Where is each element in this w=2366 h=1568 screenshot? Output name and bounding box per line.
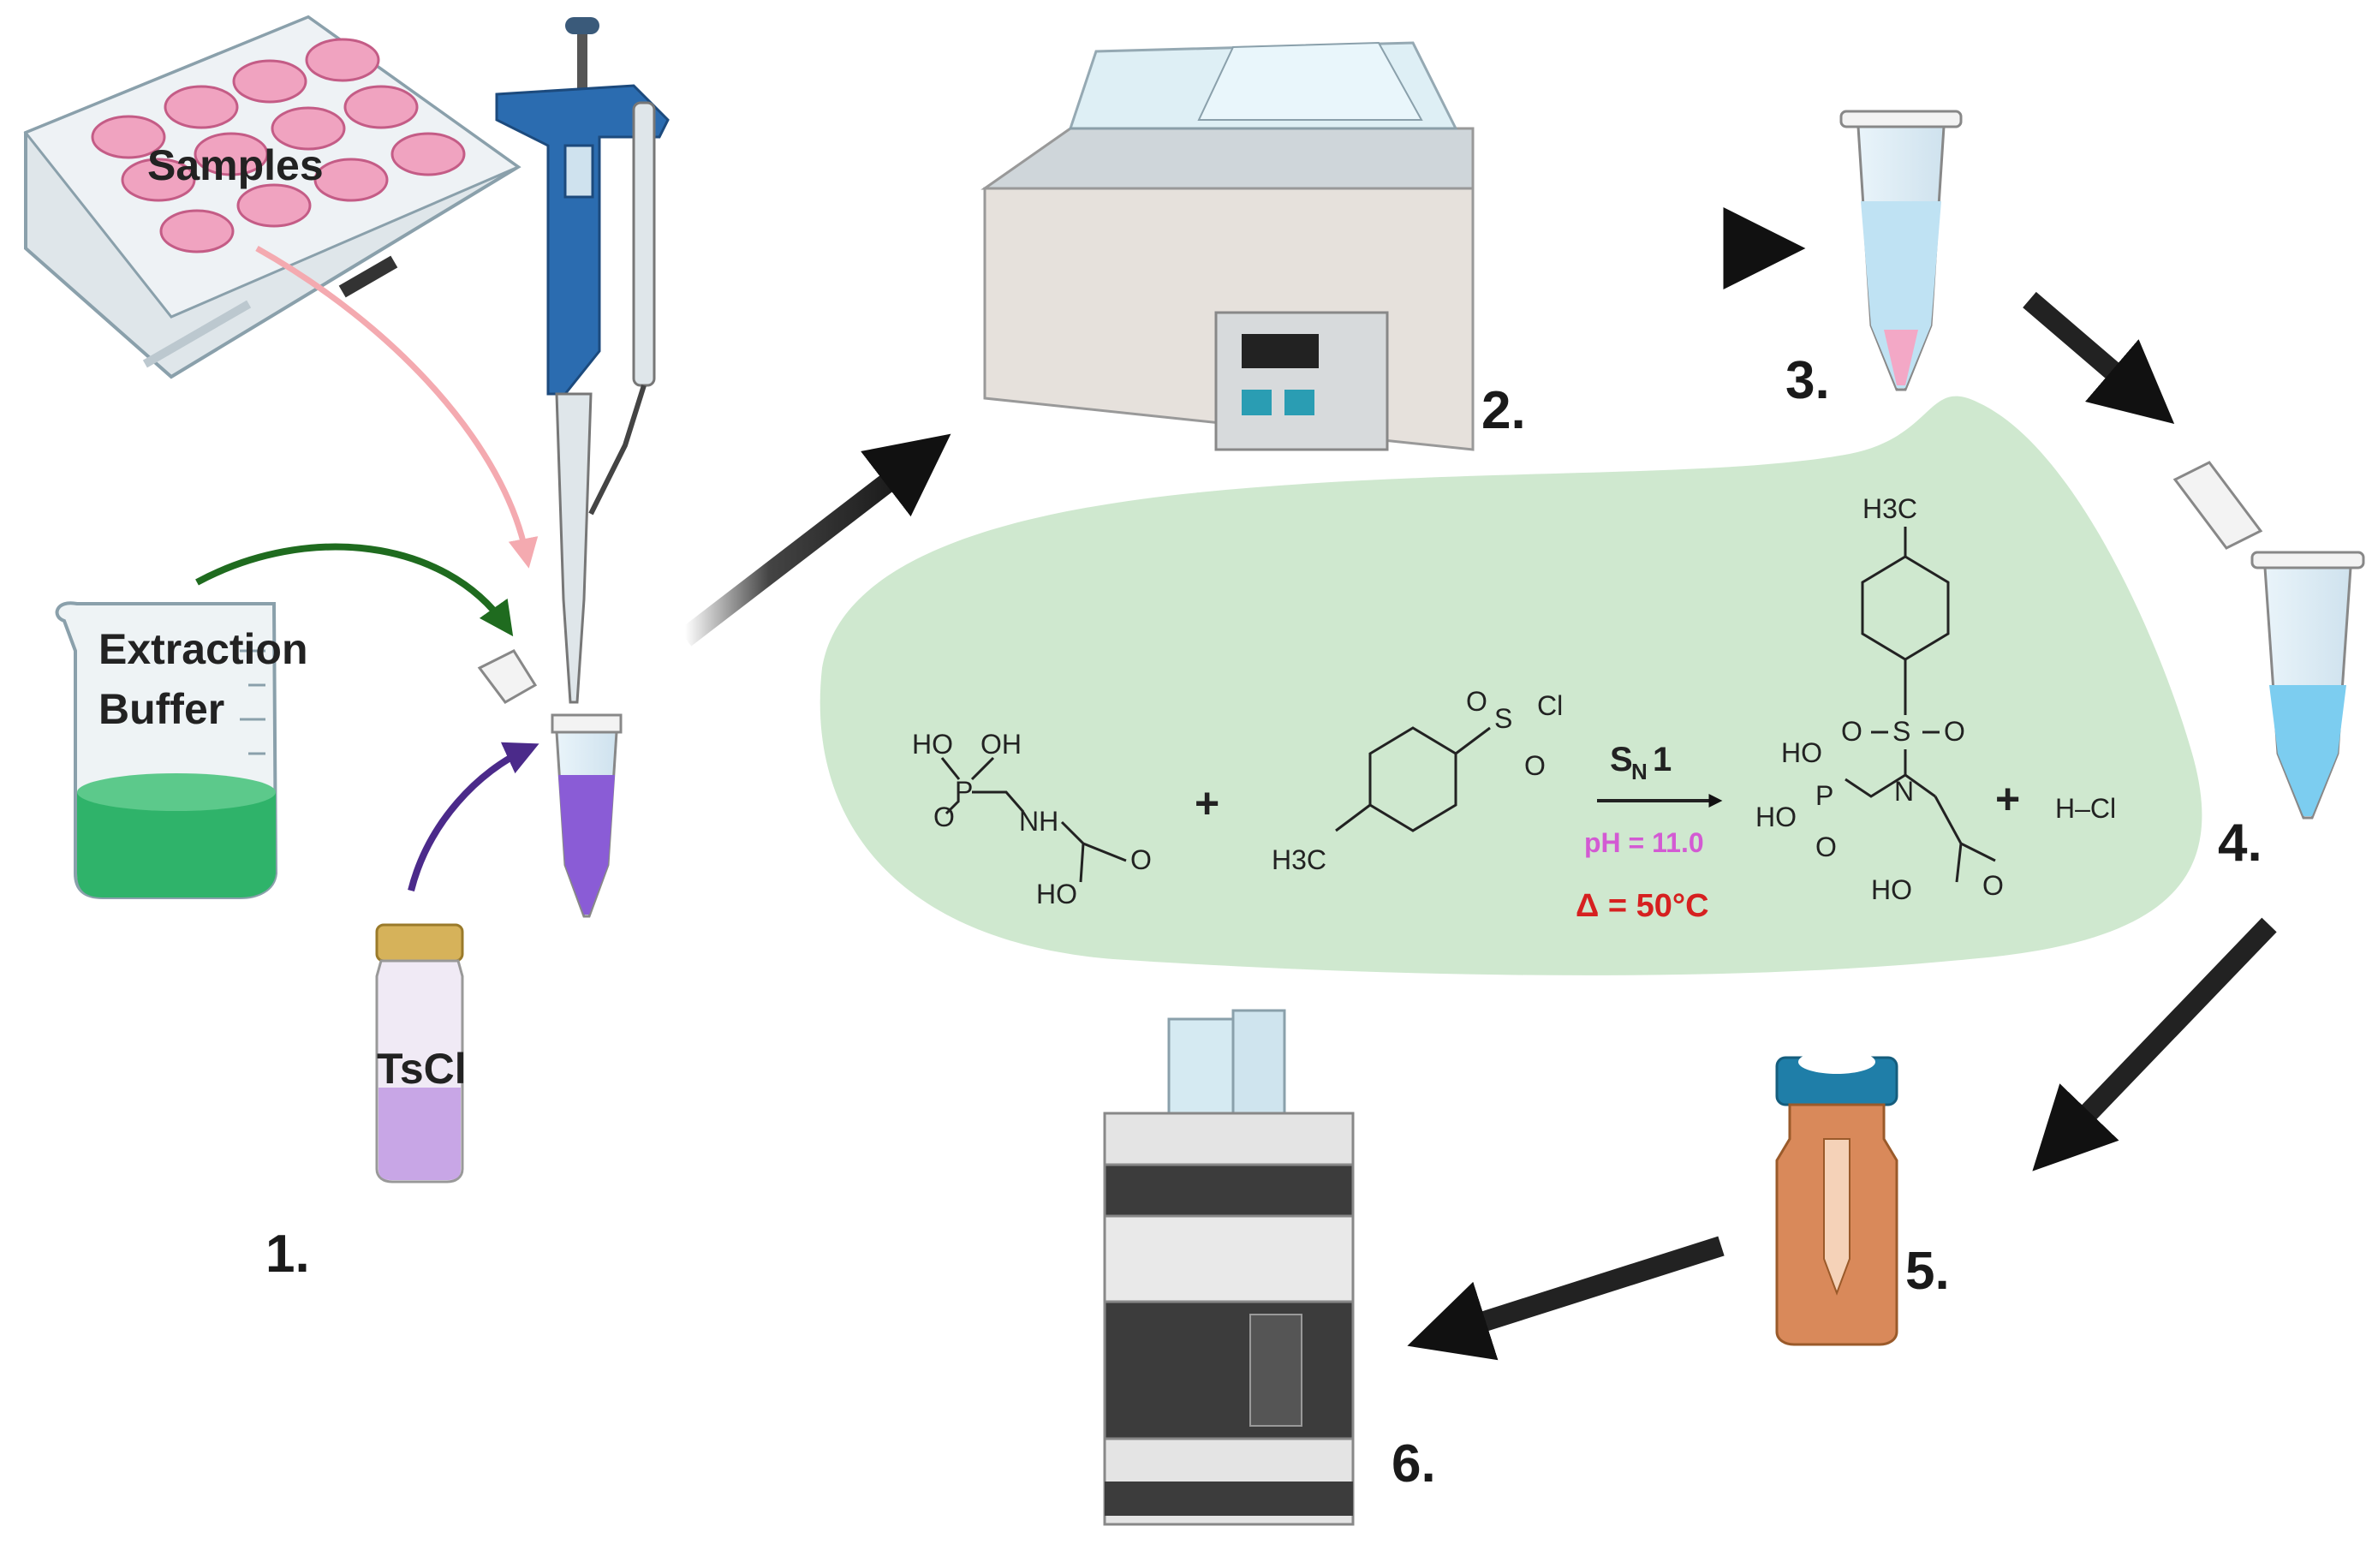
svg-text:S: S bbox=[1892, 716, 1910, 747]
svg-text:HO: HO bbox=[912, 729, 953, 760]
water-bath bbox=[980, 41, 1475, 451]
step-6-label: 6. bbox=[1392, 1434, 1436, 1493]
svg-text:1: 1 bbox=[1653, 741, 1672, 778]
extraction-label-line1: Extraction bbox=[98, 625, 308, 673]
samples-label: Samples bbox=[147, 141, 324, 189]
reaction-ph: pH = 11.0 bbox=[1584, 827, 1704, 858]
byproduct-hcl: H–Cl bbox=[2055, 793, 2116, 824]
svg-text:O: O bbox=[1815, 832, 1837, 862]
extraction-buffer-beaker bbox=[55, 601, 278, 899]
hplc-system bbox=[1103, 1009, 1355, 1526]
svg-text:O: O bbox=[1466, 686, 1487, 717]
step-3-label: 3. bbox=[1785, 351, 1830, 410]
svg-text:S: S bbox=[1494, 703, 1512, 734]
svg-text:H3C: H3C bbox=[1862, 493, 1917, 524]
step-5-label: 5. bbox=[1905, 1242, 1950, 1301]
tscl-structure: S Cl O O H3C bbox=[1272, 686, 1563, 875]
svg-text:O: O bbox=[933, 802, 955, 832]
svg-text:P: P bbox=[955, 776, 973, 807]
reaction-temperature: Δ = 50°C bbox=[1576, 888, 1709, 924]
arrow-5-to-6 bbox=[1407, 1236, 1725, 1361]
samples-arrow bbox=[255, 245, 539, 569]
mixing-tube bbox=[477, 649, 623, 918]
hplc-vial bbox=[1775, 1050, 1898, 1346]
svg-text:O: O bbox=[1524, 750, 1546, 781]
svg-text:Cl: Cl bbox=[1537, 690, 1563, 721]
svg-text:S: S bbox=[1610, 741, 1633, 778]
well-plate bbox=[23, 15, 521, 379]
svg-text:H3C: H3C bbox=[1272, 844, 1326, 875]
svg-text:P: P bbox=[1815, 780, 1833, 811]
arrow-3-to-4 bbox=[2023, 291, 2175, 424]
svg-text:O: O bbox=[1982, 870, 2004, 901]
reaction-conditions: S N 1 pH = 11.0 Δ = 50°C bbox=[1576, 741, 1723, 924]
glyphosate-structure: HO OH P O NH HO O bbox=[912, 729, 1152, 909]
microtube-3 bbox=[1839, 110, 1963, 391]
microtube-4 bbox=[2172, 461, 2365, 820]
svg-text:O: O bbox=[1944, 716, 1965, 747]
step-2-label: 2. bbox=[1481, 381, 1526, 440]
svg-text:HO: HO bbox=[1871, 874, 1912, 905]
svg-text:OH: OH bbox=[980, 729, 1022, 760]
svg-text:NH: NH bbox=[1019, 806, 1058, 837]
reaction-plus-2: + bbox=[1995, 775, 2020, 823]
arrow-1-to-2 bbox=[678, 433, 951, 647]
svg-text:HO: HO bbox=[1781, 737, 1822, 768]
svg-text:HO: HO bbox=[1755, 802, 1797, 832]
svg-text:N: N bbox=[1894, 776, 1914, 807]
reaction-background bbox=[819, 396, 2202, 975]
extraction-label-line2: Buffer bbox=[98, 685, 224, 733]
product-structure: H3C O S O N HO P HO O HO O bbox=[1755, 493, 2004, 905]
reaction-plus-1: + bbox=[1195, 779, 1219, 827]
arrow-4-to-5 bbox=[2032, 917, 2277, 1172]
svg-text:O: O bbox=[1130, 844, 1152, 875]
buffer-arrow bbox=[195, 543, 514, 637]
pipette bbox=[495, 17, 670, 704]
svg-text:N: N bbox=[1631, 759, 1648, 784]
svg-text:HO: HO bbox=[1036, 879, 1077, 909]
tscl-arrow bbox=[408, 742, 539, 891]
step-4-label: 4. bbox=[2218, 814, 2262, 873]
tscl-vial bbox=[375, 923, 464, 1183]
svg-text:O: O bbox=[1841, 716, 1862, 747]
tscl-label: TsCl bbox=[377, 1045, 467, 1093]
step-1-label: 1. bbox=[265, 1225, 310, 1284]
